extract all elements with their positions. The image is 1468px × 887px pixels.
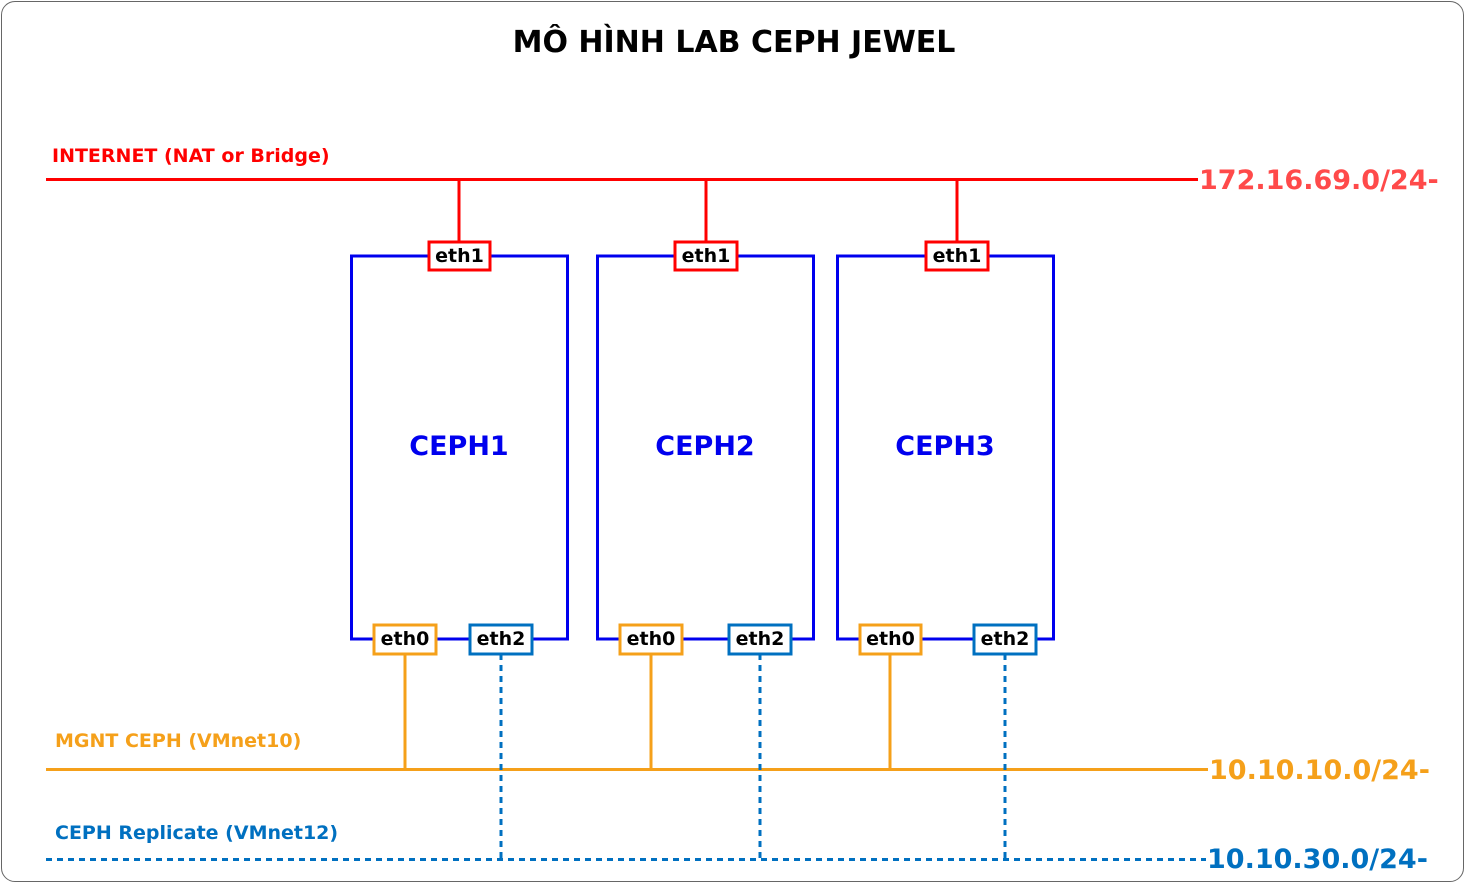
ceph3-label: CEPH3	[895, 431, 994, 462]
ceph2-eth2-label: eth2	[736, 628, 785, 650]
replicate-subnet-label: 10.10.30.0/24-	[1207, 844, 1428, 875]
ceph2-eth2-port: eth2	[727, 623, 793, 656]
ceph3-eth2-label: eth2	[981, 628, 1030, 650]
mgnt-network-label: MGNT CEPH (VMnet10)	[55, 730, 301, 752]
ceph1-eth0-port: eth0	[372, 623, 438, 656]
mgnt-subnet-label: 10.10.10.0/24-	[1209, 755, 1430, 786]
ceph3-eth0-label: eth0	[866, 628, 915, 650]
ceph1-node: CEPH1 eth1 eth0 eth2	[350, 180, 569, 859]
ceph2-eth1-port: eth1	[673, 240, 739, 272]
ceph3-eth1-label: eth1	[933, 245, 982, 267]
ceph1-eth1-port: eth1	[427, 240, 492, 272]
ceph2-eth0-port: eth0	[618, 623, 684, 656]
internet-network-label: INTERNET (NAT or Bridge)	[52, 145, 330, 167]
ceph1-eth2-port: eth2	[468, 623, 534, 656]
diagram-title: MÔ HÌNH LAB CEPH JEWEL	[513, 23, 956, 60]
internet-subnet-label: 172.16.69.0/24-	[1199, 165, 1439, 196]
ceph3-eth2-port: eth2	[972, 623, 1038, 656]
ceph2-label: CEPH2	[655, 431, 754, 462]
ceph1-eth1-label: eth1	[435, 245, 484, 267]
ceph2-eth1-label: eth1	[682, 245, 731, 267]
ceph1-eth0-label: eth0	[381, 628, 430, 650]
ceph3-eth0-port: eth0	[858, 623, 923, 656]
replicate-network-label: CEPH Replicate (VMnet12)	[55, 822, 338, 844]
ceph3-node: CEPH3 eth1 eth0 eth2	[836, 180, 1055, 859]
ceph1-label: CEPH1	[409, 431, 508, 462]
ceph3-eth1-port: eth1	[924, 240, 990, 272]
ceph2-eth0-label: eth0	[627, 628, 676, 650]
ceph2-node: CEPH2 eth1 eth0 eth2	[596, 180, 815, 859]
ceph1-eth2-label: eth2	[477, 628, 526, 650]
